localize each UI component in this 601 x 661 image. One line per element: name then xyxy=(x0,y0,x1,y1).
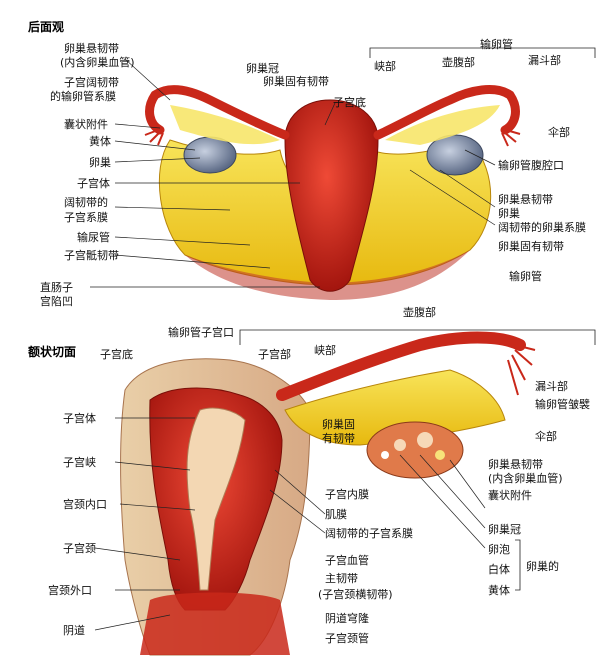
label-b-endometrium: 子宫内膜 xyxy=(325,488,369,501)
label-ovary-right: 卵巢 xyxy=(498,207,520,220)
label-fundus: 子宫底 xyxy=(333,96,366,109)
label-b-isthmus: 峡部 xyxy=(314,344,336,357)
label-b-internal-os: 宫颈内口 xyxy=(63,498,107,511)
label-uterine-body: 子宫体 xyxy=(77,177,110,190)
label-b-suspensory-sub: (内含卵巢血管) xyxy=(488,472,563,485)
label-b-corona: 卵巢冠 xyxy=(488,523,521,536)
label-b-tube: 输卵管 xyxy=(509,270,542,283)
label-b-corpus-albicans: 白体 xyxy=(488,563,510,576)
section-title-coronal: 额状切面 xyxy=(28,345,77,359)
label-mesosalpinx-2: 的输卵管系膜 xyxy=(50,90,116,103)
label-corona: 卵巢冠 xyxy=(246,62,279,75)
label-b-cervix: 子宫颈 xyxy=(63,542,96,555)
label-ureter: 输尿管 xyxy=(77,231,110,244)
label-tube: 输卵管 xyxy=(480,38,513,51)
label-mesosalpinx-1: 子宫阔韧带 xyxy=(64,76,119,89)
label-isthmus: 峡部 xyxy=(374,60,396,73)
label-ovarian-ligament-right: 卵巢固有韧带 xyxy=(498,240,564,253)
label-b-uterine-isthmus: 子宫峡 xyxy=(63,456,96,469)
leader-lines xyxy=(90,58,496,631)
label-b-cardinal-sub: (子宫颈横韧带) xyxy=(318,588,393,601)
label-suspensory-right: 卵巢悬韧带 xyxy=(498,193,553,206)
label-ovary: 卵巢 xyxy=(89,156,111,169)
label-uterosacral: 子宫骶韧带 xyxy=(64,249,119,262)
label-b-external-os: 宫颈外口 xyxy=(48,584,92,597)
label-vesicular-appendix: 囊状附件 xyxy=(64,118,108,131)
label-rectouterine-1: 直肠子 xyxy=(40,281,73,294)
label-mesovarium: 阔韧带的卵巢系膜 xyxy=(498,221,586,234)
label-b-suspensory: 卵巢悬韧带 xyxy=(488,458,543,471)
label-b-ovarian-ligament-2: 有韧带 xyxy=(322,432,355,445)
label-infundibulum: 漏斗部 xyxy=(528,54,561,67)
label-b-corpus-luteum: 黄体 xyxy=(488,584,510,597)
label-b-fimbria: 伞部 xyxy=(535,430,557,443)
label-b-ovary-group: 卵巢的 xyxy=(526,560,559,573)
label-b-tubal-folds: 输卵管皱襞 xyxy=(535,398,590,411)
label-b-body: 子宫体 xyxy=(63,412,96,425)
label-fimbria: 伞部 xyxy=(548,126,570,139)
label-b-vaginal-fornix: 阴道穹隆 xyxy=(325,612,369,625)
label-b-ovarian-ligament-1: 卵巢固 xyxy=(322,418,355,431)
label-b-fundus: 子宫底 xyxy=(100,348,133,361)
label-corpus-luteum: 黄体 xyxy=(89,135,111,148)
label-b-follicle: 卵泡 xyxy=(488,543,510,556)
label-b-cervical-canal: 子宫颈管 xyxy=(325,632,369,645)
label-b-vesicular-appendix: 囊状附件 xyxy=(488,489,532,502)
label-b-infundibulum: 漏斗部 xyxy=(535,380,568,393)
label-ovarian-suspensory: 卵巢悬韧带 xyxy=(64,42,119,55)
label-ampulla: 壶腹部 xyxy=(442,56,475,69)
label-b-uterine-part: 子宫部 xyxy=(258,348,291,361)
label-abdominal-ostium: 输卵管腹腔口 xyxy=(498,159,564,172)
posterior-view xyxy=(144,85,521,300)
label-b-uterine-vessels: 子宫血管 xyxy=(325,554,369,567)
label-b-cardinal: 主韧带 xyxy=(325,572,358,585)
label-b-mesometrium: 阔韧带的子宫系膜 xyxy=(325,527,413,540)
label-b-myometrium: 肌膜 xyxy=(325,508,347,521)
label-mesometrium-1: 阔韧带的 xyxy=(64,196,108,209)
label-ovarian-ligament: 卵巢固有韧带 xyxy=(263,75,329,88)
label-ovarian-suspensory-sub: (内含卵巢血管) xyxy=(60,56,135,69)
coronal-section xyxy=(119,331,536,656)
label-b-uterine-ostium: 输卵管子宫口 xyxy=(168,326,234,339)
label-b-vagina: 阴道 xyxy=(63,624,85,637)
label-b-ampulla: 壶腹部 xyxy=(403,306,436,319)
label-mesometrium-2: 子宫系膜 xyxy=(64,211,108,224)
label-rectouterine-2: 宫陷凹 xyxy=(40,295,73,308)
section-title-posterior: 后面观 xyxy=(28,20,65,34)
